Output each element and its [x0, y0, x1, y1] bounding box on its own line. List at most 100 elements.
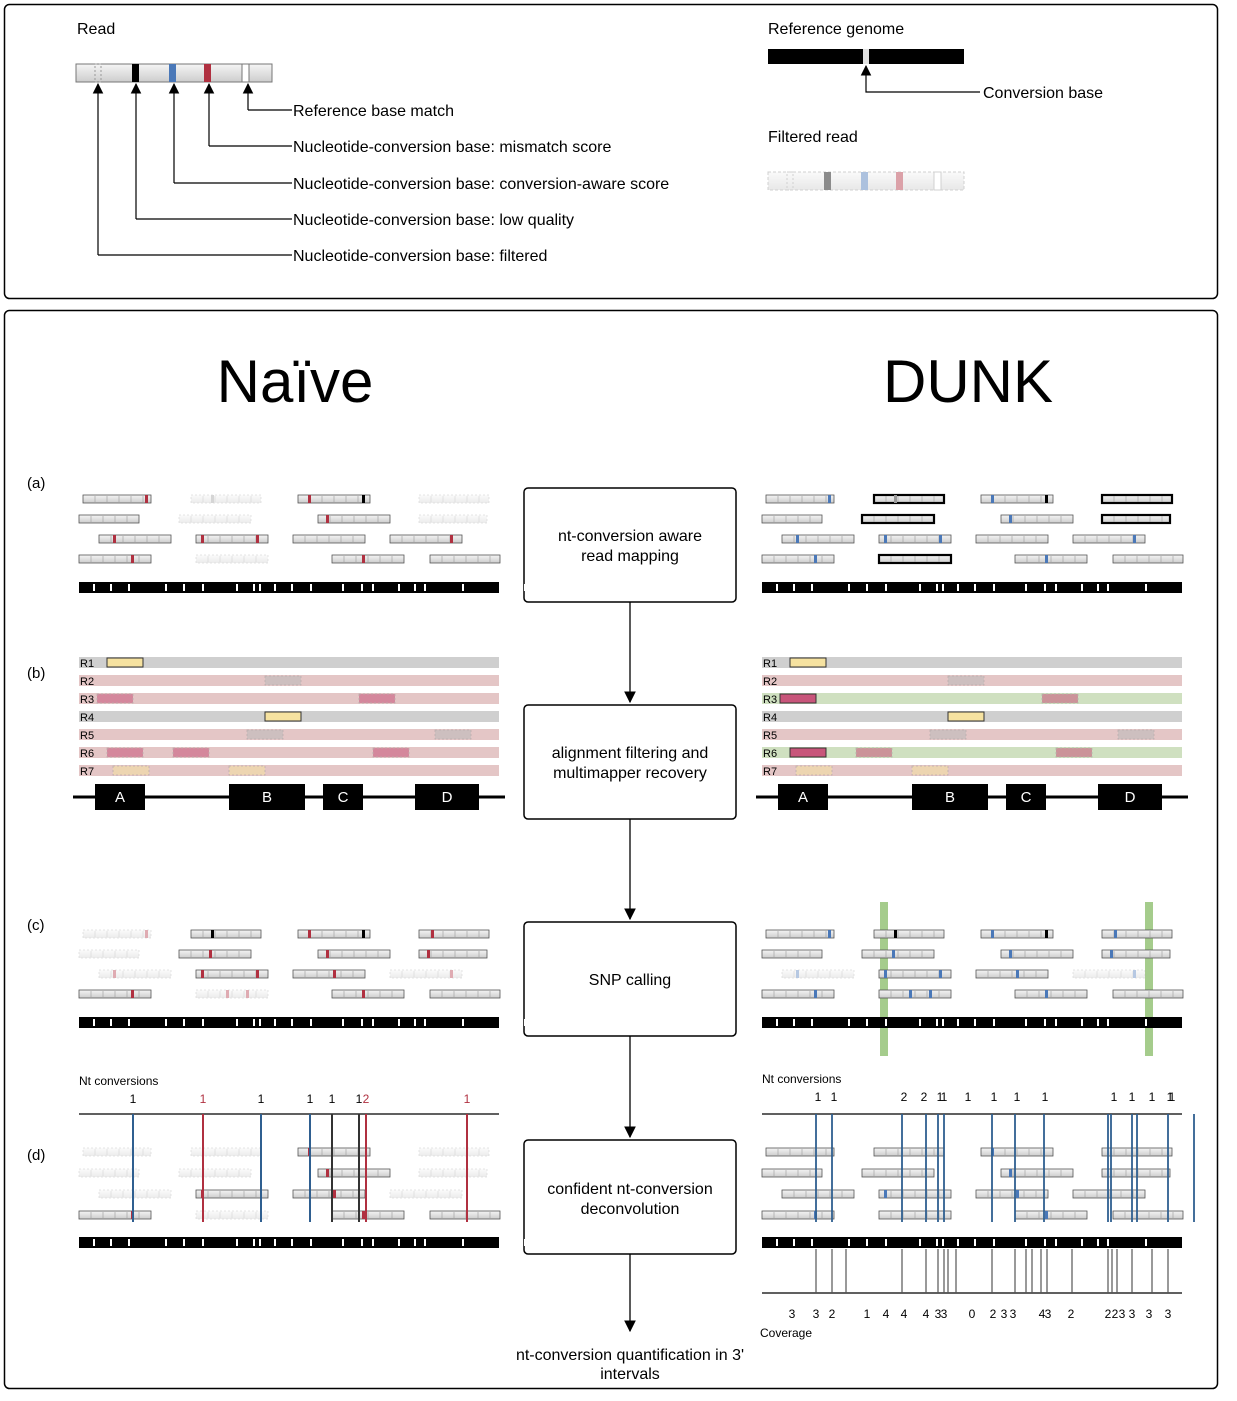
read-base [1110, 950, 1113, 958]
coverage-value: 2 [1112, 1307, 1119, 1321]
reference-tick [866, 584, 868, 591]
read [761, 514, 823, 524]
read [1072, 1189, 1146, 1199]
coverage-value: 2 [1068, 1307, 1075, 1321]
coverage-value: 3 [1129, 1307, 1136, 1321]
read-base [226, 990, 229, 998]
reference-tick [1097, 1239, 1099, 1246]
read [297, 929, 371, 939]
read-body [195, 1210, 269, 1220]
reference-tick [253, 1019, 255, 1026]
read [98, 534, 172, 544]
reference-tick [1193, 1019, 1195, 1026]
read-body [82, 929, 152, 939]
read-body [98, 969, 172, 979]
legend-panel: Read Reference genome Filtered read Refe… [3, 3, 1219, 300]
reference-tick [414, 1019, 416, 1026]
read [860, 513, 936, 525]
read-id: R2 [763, 676, 777, 688]
reference-tick [259, 1239, 261, 1246]
reference-tick [866, 1239, 868, 1246]
read-body [1112, 1210, 1184, 1220]
read [190, 1147, 262, 1157]
aligned-read [929, 729, 967, 740]
reference-tick [1081, 584, 1083, 591]
coverage-value: 4 [901, 1307, 908, 1321]
reference-tick [1081, 1239, 1083, 1246]
read [765, 1147, 835, 1157]
read-stripe [79, 765, 499, 776]
read-base [256, 970, 259, 978]
legend-filtered-read [767, 171, 965, 191]
aligned-read [358, 693, 396, 704]
aligned-read [1055, 747, 1093, 758]
reference-tick [259, 584, 261, 591]
read [861, 949, 935, 959]
read [1101, 1168, 1171, 1178]
reference-tick [524, 1019, 526, 1026]
reference-tick [1193, 584, 1195, 591]
conversion-count: 1 [200, 1092, 207, 1106]
gene-block [778, 784, 828, 810]
aligned-read [434, 729, 472, 740]
read-base [145, 495, 148, 503]
read-id: R5 [80, 730, 94, 742]
read-id: R7 [80, 766, 94, 778]
read-body [418, 1168, 488, 1178]
reference-tick [919, 584, 921, 591]
reference-tick [1107, 1019, 1109, 1026]
conversion-count: 1 [941, 1090, 948, 1104]
reference-tick [1182, 1019, 1184, 1026]
read [975, 1189, 1049, 1199]
conversion-count: 1 [965, 1090, 972, 1104]
read [872, 493, 946, 505]
reference-tick [848, 584, 850, 591]
snp-highlight [880, 902, 888, 1056]
aligned-read [112, 765, 150, 776]
conversion-count: 1 [329, 1092, 336, 1106]
read-base [991, 930, 994, 938]
legend-reference-label: Reference genome [768, 21, 904, 38]
reference-tick [372, 1019, 374, 1026]
coverage-value: 4 [1039, 1307, 1046, 1321]
gene-block-label: D [442, 789, 453, 806]
legend-frame [3, 3, 1219, 300]
gene-block-label: B [945, 789, 955, 806]
reference-tick [414, 584, 416, 591]
read-body [195, 554, 269, 564]
reference-tick [1107, 1239, 1109, 1246]
read [195, 554, 269, 564]
read-stripe [79, 657, 499, 668]
read [1101, 949, 1171, 959]
read-body [781, 969, 855, 979]
read-base [211, 495, 214, 503]
reference-tick [1145, 1239, 1147, 1246]
read-body [418, 949, 488, 959]
read [331, 1210, 405, 1220]
reference-bar [762, 1017, 1182, 1028]
aligned-read [789, 657, 827, 668]
legend-leaders [92, 82, 292, 256]
read-base [1133, 970, 1136, 978]
step-1-line-2: read mapping [581, 548, 679, 565]
reference-tick [1055, 1239, 1057, 1246]
read [98, 1189, 172, 1199]
read-base [939, 970, 942, 978]
gene-block-label: A [115, 789, 125, 806]
reference-tick [1097, 1019, 1099, 1026]
reference-tick [499, 1239, 501, 1246]
read [980, 494, 1054, 504]
legend-read-sample [75, 63, 273, 83]
read-base [113, 970, 116, 978]
read [178, 514, 252, 524]
panel-label-d: (d) [27, 1147, 45, 1164]
reference-tick [811, 1239, 813, 1246]
aligned-read [96, 693, 134, 704]
reference-tick [202, 584, 204, 591]
read [765, 929, 835, 939]
reference-tick [776, 1239, 778, 1246]
read-base [1045, 495, 1048, 503]
coverage-value: 4 [883, 1307, 890, 1321]
